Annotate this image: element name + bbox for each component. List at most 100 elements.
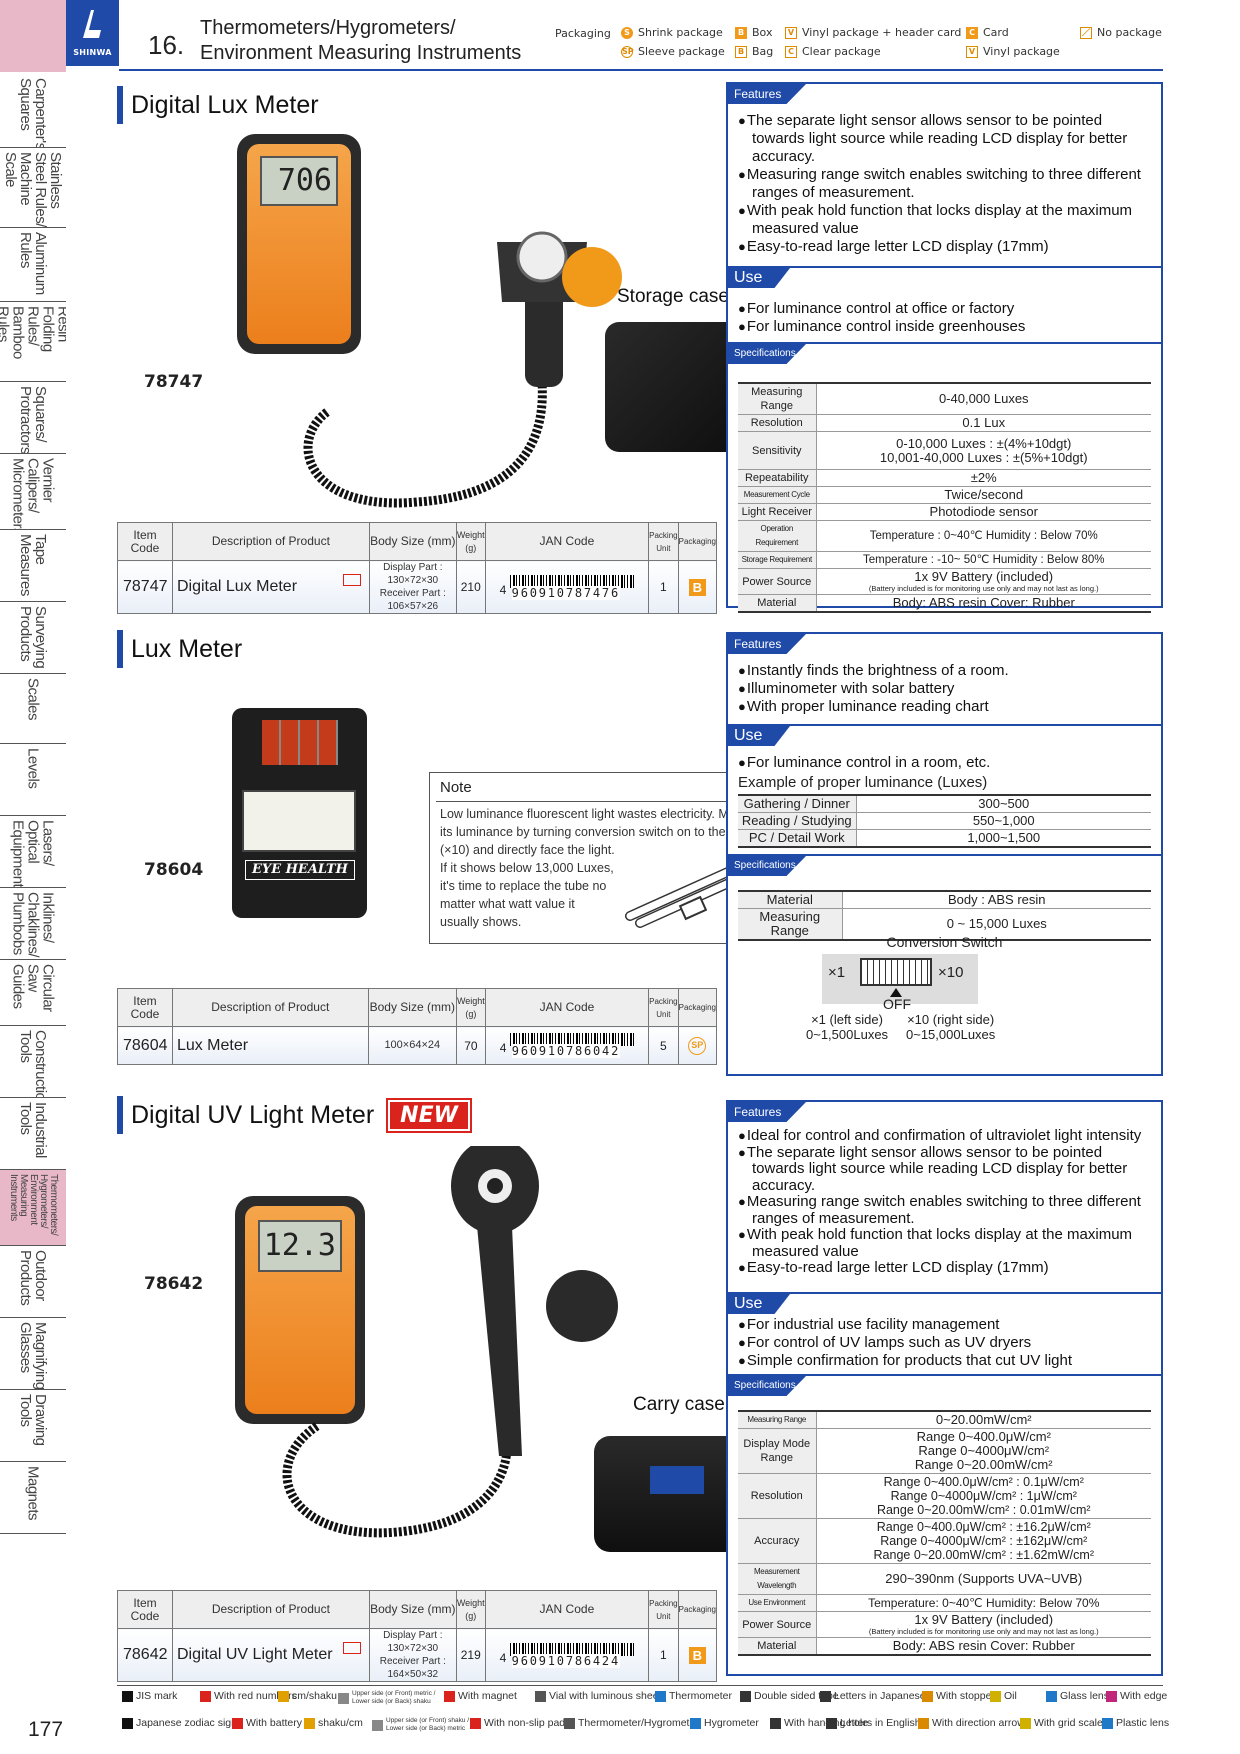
legend-symbol-icon: [918, 1717, 929, 1729]
use-tag: Use: [728, 1294, 790, 1314]
sidebar-tab-label: Resin Folding Rules/ Bamboo Rules: [0, 306, 66, 359]
section-digital-uv-light-meter: Digital UV Light Meter NEW 12.3 78642 Ca…: [117, 1086, 1163, 1682]
legend-symbol-icon: [990, 1690, 1001, 1702]
legend-item: Oil: [990, 1690, 1017, 1702]
chapter-number: 16.: [148, 30, 185, 60]
legend-item: With grid scale: [1020, 1717, 1103, 1729]
sidebar-tab[interactable]: Scales: [0, 674, 66, 744]
solar-panel: [262, 720, 338, 765]
sidebar-tab[interactable]: Construction Tools: [0, 1026, 66, 1098]
legend-item: shaku/cm: [304, 1717, 363, 1729]
legend-item: Upper side (or Front) shaku / Lower side…: [372, 1717, 482, 1733]
use-list: For industrial use facility management F…: [738, 1316, 1155, 1370]
pointer-arrow-icon: [890, 988, 902, 997]
sidebar-tab[interactable]: Outdoor Products: [0, 1246, 66, 1318]
legend-item: Upper side (or Front) metric / Lower sid…: [338, 1690, 448, 1706]
sidebar-tab[interactable]: Thermometers/ Hygrometers/ Environment M…: [0, 1170, 66, 1246]
sidebar-tab[interactable]: Surveying Products: [0, 602, 66, 674]
sidebar-tab[interactable]: Resin Folding Rules/ Bamboo Rules: [0, 302, 66, 382]
specifications-tag: Specifications: [728, 1376, 806, 1396]
legend-symbol-icon: [655, 1690, 666, 1702]
sidebar-tab[interactable]: Aluminum Rules: [0, 228, 66, 302]
section-title: Digital Lux Meter: [117, 86, 319, 124]
legend-symbol-icon: [304, 1717, 315, 1729]
sidebar-tab[interactable]: Carpenter's Squares: [0, 74, 66, 148]
sidebar-tab[interactable]: Stainless Steel Rules/ Machine Scale: [0, 148, 66, 228]
eye-health-brand: EYE HEALTH: [245, 860, 355, 880]
lcd-display: 12.3: [258, 1220, 342, 1272]
sidebar-tab[interactable]: Vernier Calipers/ Micrometers: [0, 454, 66, 530]
luminance-title: Example of proper luminance (Luxes): [738, 774, 988, 791]
sleeve-package-icon: SP: [688, 1036, 707, 1055]
sidebar-tab[interactable]: Drawing Tools: [0, 1390, 66, 1462]
sidebar-tab[interactable]: Inklines/ Chaklines/ Plumbobs: [0, 888, 66, 960]
sidebar-tab[interactable]: Magnets: [0, 1462, 66, 1534]
sidebar-header-block: [0, 0, 66, 72]
legend-item: Vial with luminous sheet: [535, 1690, 661, 1702]
sidebar-tab[interactable]: Magnifying Glasses: [0, 1318, 66, 1390]
legend-item: Letters in English: [826, 1717, 921, 1729]
sidebar-tab[interactable]: Industrial Tools: [0, 1098, 66, 1170]
features-list: Ideal for control and confirmation of ul…: [738, 1127, 1155, 1277]
features-list: Instantly finds the brightness of a room…: [738, 662, 1155, 716]
legend-item: With direction arrow: [918, 1717, 1025, 1729]
legend-item: Thermometer: [655, 1690, 732, 1702]
legend-symbol-icon: [826, 1717, 837, 1729]
legend-symbol-icon: [922, 1690, 933, 1702]
features-tag: Features: [728, 1102, 806, 1122]
box-icon: B: [688, 578, 706, 596]
table-row: 78642 Digital UV Light Meter Display Par…: [117, 1628, 718, 1682]
vinyl-header-card-icon: V: [785, 26, 797, 39]
legend-item: JIS mark: [122, 1690, 177, 1702]
sidebar-tab-label: Carpenter's Squares: [17, 78, 49, 148]
specifications-tag: Specifications: [728, 344, 806, 364]
legend-symbol-icon: [338, 1692, 349, 1704]
legend-item: Double sided tape: [740, 1690, 839, 1702]
legend-symbol-icon: [820, 1690, 831, 1702]
shrink-package-icon: S: [621, 26, 633, 39]
features-box: Features Ideal for control and confirmat…: [726, 1100, 1163, 1676]
with-battery-icon: [342, 574, 361, 586]
legend-rule: [117, 1685, 1163, 1686]
legend-item: Hygrometer: [690, 1717, 759, 1729]
legend-symbol-icon: [770, 1717, 781, 1729]
table-row: 78747 Digital Lux Meter Display Part : 1…: [117, 560, 718, 614]
conversion-switch-diagram: Conversion Switch ×1 ×10 OFF ×1 (left si…: [806, 934, 1003, 1042]
sidebar-tab[interactable]: Lasers/ Optical Equipment: [0, 816, 66, 888]
legend-item: Japanese zodiac signs: [122, 1717, 242, 1729]
sidebar-tab-label: Squares/ Protractors: [17, 386, 49, 454]
legend-symbol-icon: [1106, 1690, 1117, 1702]
box-icon: B: [688, 1646, 706, 1664]
section-digital-lux-meter: Digital Lux Meter 706 78747 Storage case…: [117, 82, 1163, 614]
sleeve-package-icon: SP: [621, 45, 634, 58]
item-code-label: 78747: [144, 372, 204, 392]
shinwa-mark-icon: [83, 10, 101, 38]
sidebar-tab[interactable]: Tape Measures: [0, 530, 66, 602]
legend-item: cm/shaku: [278, 1690, 337, 1702]
legend-item: Plastic lens: [1102, 1717, 1169, 1729]
legend-item: Thermometer/Hygrometer: [564, 1717, 699, 1729]
legend-symbol-icon: [1046, 1690, 1057, 1702]
sidebar-tab-label: Stainless Steel Rules/ Machine Scale: [2, 152, 64, 227]
sidebar-tab[interactable]: Squares/ Protractors: [0, 382, 66, 454]
sidebar-tab-label: Tape Measures: [17, 534, 49, 596]
sidebar-tab[interactable]: Levels: [0, 744, 66, 816]
legend-symbol-icon: [122, 1717, 133, 1729]
legend-symbol-icon: [232, 1717, 243, 1729]
legend-item: With stopper: [922, 1690, 995, 1702]
legend-item: With edge: [1106, 1690, 1167, 1702]
carry-case-label: Carry case: [633, 1394, 725, 1415]
sidebar-tab[interactable]: Circular Saw Guides: [0, 960, 66, 1026]
logo-text: SHINWA: [73, 48, 112, 57]
sidebar-tab-label: Magnets: [24, 1466, 42, 1521]
sidebar-tab-label: Outdoor Products: [17, 1250, 49, 1306]
